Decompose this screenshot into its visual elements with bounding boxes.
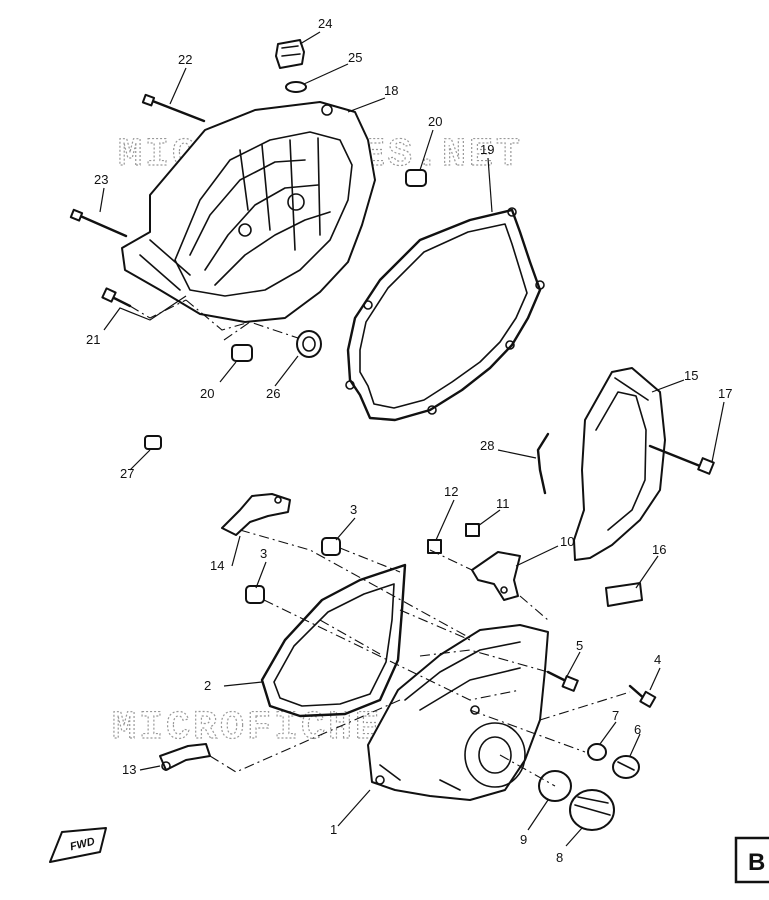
callout-11: 11 bbox=[496, 496, 510, 511]
callout-24: 24 bbox=[318, 16, 332, 31]
callout-5: 5 bbox=[576, 638, 583, 653]
callout-22: 22 bbox=[178, 52, 192, 67]
callout-20-upper: 20 bbox=[428, 114, 442, 129]
leader-lines bbox=[99, 31, 725, 847]
callout-12: 12 bbox=[444, 484, 458, 499]
bracket-10[interactable] bbox=[471, 551, 521, 601]
cap-8[interactable] bbox=[569, 789, 615, 831]
callout-25: 25 bbox=[348, 50, 362, 65]
gasket-upper[interactable] bbox=[345, 207, 545, 422]
callout-3-lower: 3 bbox=[260, 546, 267, 561]
bolt-22[interactable] bbox=[141, 93, 206, 123]
callout-6: 6 bbox=[634, 722, 641, 737]
crankcase-cover-upper[interactable] bbox=[121, 101, 376, 323]
callout-28: 28 bbox=[480, 438, 494, 453]
dowel-pin-27[interactable] bbox=[144, 435, 162, 450]
assembly-lines bbox=[129, 299, 631, 787]
callout-19: 19 bbox=[480, 142, 494, 157]
section-label: B bbox=[748, 849, 765, 876]
o-ring-7[interactable] bbox=[587, 743, 607, 761]
callout-23: 23 bbox=[94, 172, 108, 187]
callout-20-lower: 20 bbox=[200, 386, 214, 401]
callout-14: 14 bbox=[210, 558, 224, 573]
callout-8: 8 bbox=[556, 850, 563, 865]
callout-16: 16 bbox=[652, 542, 666, 557]
gasket-lower[interactable] bbox=[260, 563, 407, 718]
bolt-12[interactable] bbox=[427, 539, 442, 554]
dowel-pin-lower[interactable] bbox=[231, 344, 253, 362]
callout-13: 13 bbox=[122, 762, 136, 777]
callout-15: 15 bbox=[684, 368, 698, 383]
dowel-pin-3a[interactable] bbox=[321, 537, 341, 556]
callout-17: 17 bbox=[718, 386, 732, 401]
bolt-17[interactable] bbox=[648, 444, 715, 475]
label-plate[interactable] bbox=[605, 582, 643, 607]
callout-3-upper: 3 bbox=[350, 502, 357, 517]
crankcase-cover-lower[interactable] bbox=[367, 624, 549, 801]
callout-10: 10 bbox=[560, 534, 574, 549]
callout-2: 2 bbox=[204, 678, 211, 693]
callout-21: 21 bbox=[86, 332, 100, 347]
section-label-box: B bbox=[734, 836, 769, 884]
bolt-4[interactable] bbox=[628, 684, 657, 708]
dowel-pin-3b[interactable] bbox=[245, 585, 265, 604]
callout-9: 9 bbox=[520, 832, 527, 847]
dowel-pin-upper[interactable] bbox=[405, 169, 427, 187]
oil-filler-cap[interactable] bbox=[275, 39, 305, 69]
callout-26: 26 bbox=[266, 386, 280, 401]
callout-27: 27 bbox=[120, 466, 134, 481]
callout-7: 7 bbox=[612, 708, 619, 723]
callouts: 24 25 22 18 20 19 23 21 20 26 27 28 15 1… bbox=[86, 16, 732, 865]
clip-28[interactable] bbox=[536, 432, 550, 495]
forward-marker-label: FWD bbox=[69, 836, 96, 854]
callout-4: 4 bbox=[654, 652, 661, 667]
callout-18: 18 bbox=[384, 83, 398, 98]
forward-arrow-icon: FWD bbox=[49, 827, 107, 863]
callout-1: 1 bbox=[330, 822, 337, 837]
bolt-23[interactable] bbox=[69, 208, 128, 238]
o-ring[interactable] bbox=[285, 81, 307, 93]
bolt-5[interactable] bbox=[546, 670, 579, 692]
sprocket-cover[interactable] bbox=[573, 367, 666, 561]
plug-6[interactable] bbox=[612, 755, 640, 779]
bolt-21[interactable] bbox=[101, 287, 132, 308]
oil-seal[interactable] bbox=[296, 330, 322, 358]
bracket-14[interactable] bbox=[221, 493, 291, 536]
bolt-11[interactable] bbox=[465, 523, 480, 537]
